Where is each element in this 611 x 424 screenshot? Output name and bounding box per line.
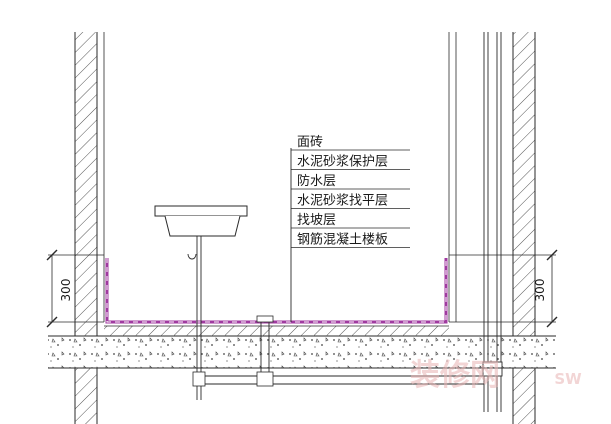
callout-layer-label: 水泥砂浆找平层 xyxy=(297,194,388,209)
right-wall xyxy=(448,32,536,424)
waterproof-membrane xyxy=(105,258,448,324)
drain-pipe xyxy=(192,322,484,400)
watermark-main: 装修网 xyxy=(410,358,500,393)
floor-drain xyxy=(256,315,274,378)
right-dimension: 300 xyxy=(449,249,558,328)
left-wall xyxy=(74,32,105,424)
wash-basin xyxy=(154,205,248,322)
callout-layer-label: 钢筋混凝土楼板 xyxy=(297,232,388,248)
floor-slab xyxy=(48,325,556,369)
watermark-sub: SW xyxy=(554,370,582,388)
left-dimension-label: 300 xyxy=(59,279,73,302)
callout-layer-label: 防水层 xyxy=(297,173,336,189)
watermark: 装修网 SW xyxy=(410,358,582,393)
callout-layer-label: 找坡层 xyxy=(297,213,336,228)
callout-layer-label: 水泥砂浆保护层 xyxy=(297,155,388,170)
callout-layer-label: 面砖 xyxy=(297,135,323,150)
right-dimension-label: 300 xyxy=(533,279,547,302)
left-dimension: 300 xyxy=(46,249,104,328)
